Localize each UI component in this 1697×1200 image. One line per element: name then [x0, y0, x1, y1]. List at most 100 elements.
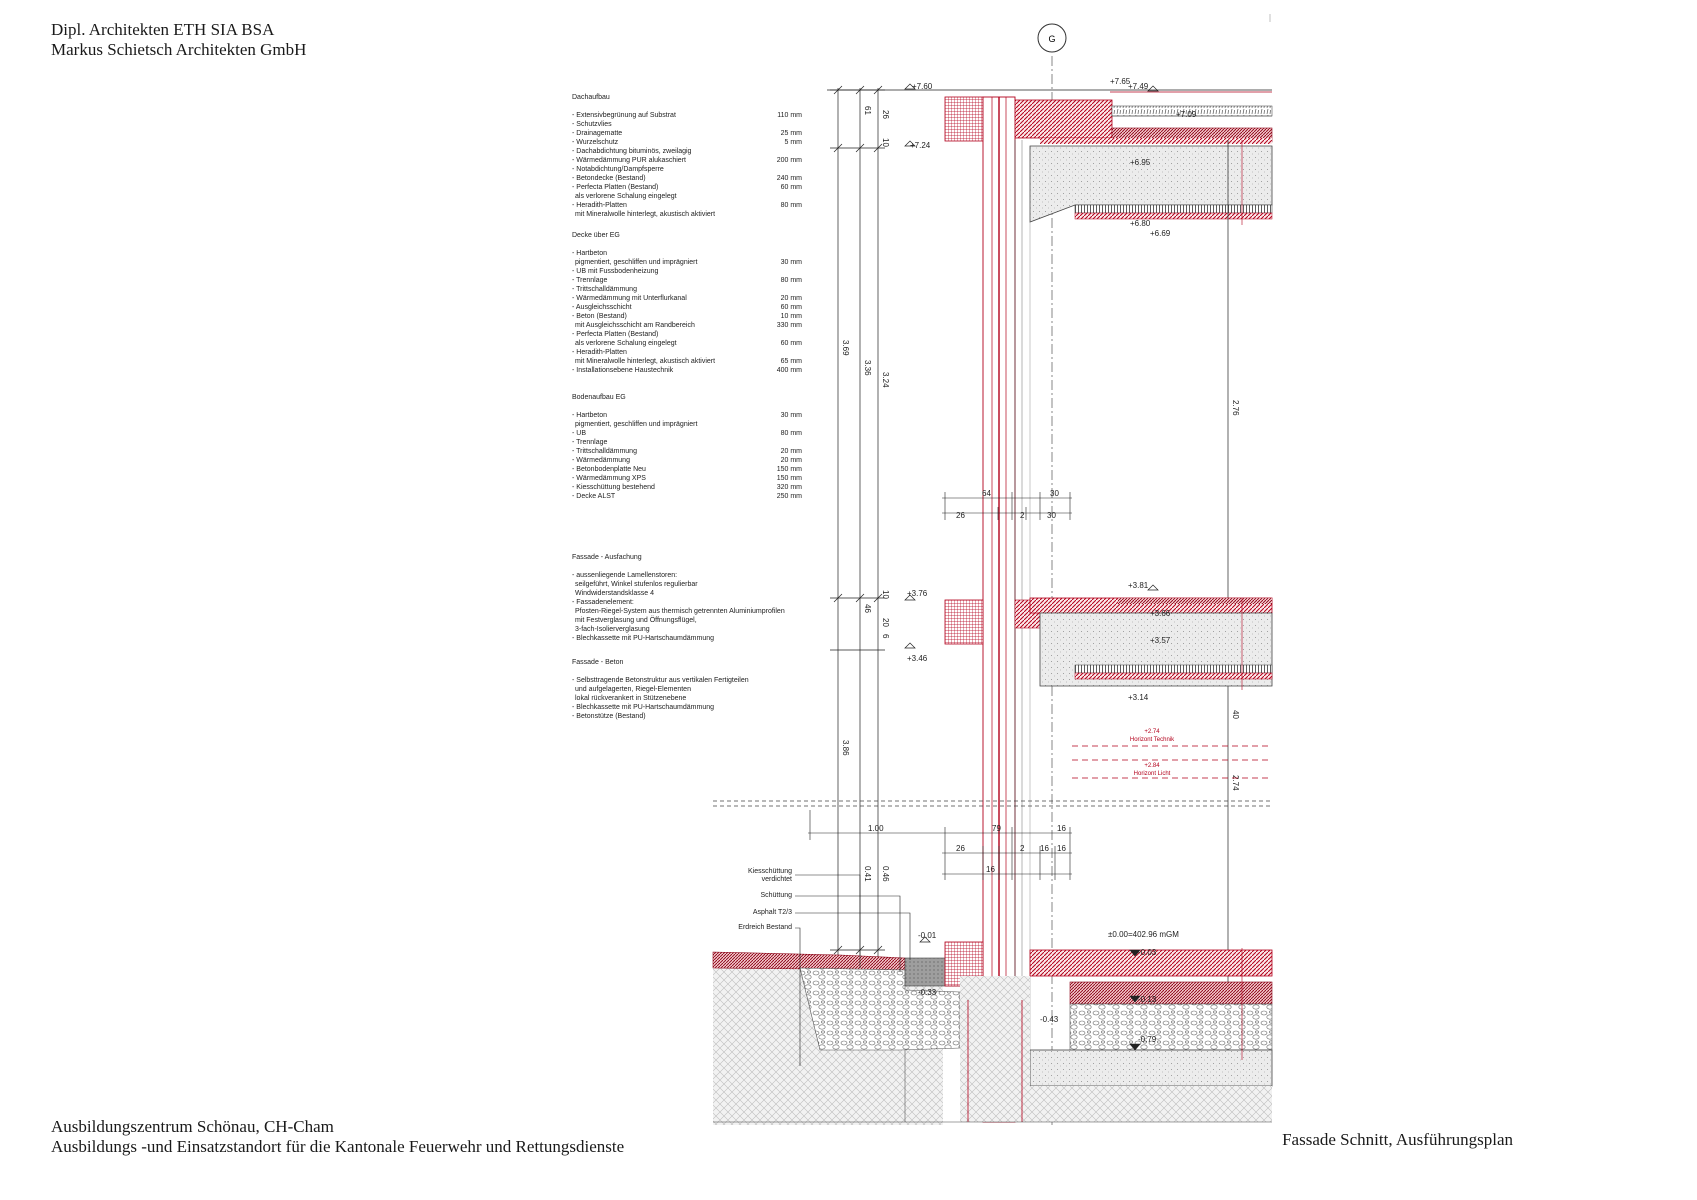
spec-row-value: 20 mm	[780, 295, 802, 302]
spec-row-label: - Notabdichtung/Dampfsperre	[572, 166, 664, 173]
dim-v-upper-b: 3.24	[881, 372, 890, 388]
spec-section-title: Decke über EG	[572, 232, 620, 239]
spec-row-value: 5 mm	[784, 139, 803, 146]
dim-h-16d: 16	[986, 865, 995, 874]
dim-h-79: 79	[992, 824, 1001, 833]
spec-row-value: 240 mm	[776, 175, 802, 182]
dim-h-100: 1.00	[868, 824, 884, 833]
dim-v-first-c: 20	[881, 618, 890, 627]
dim-h-2b: 2	[1020, 844, 1025, 853]
horizontal-dimension-lower	[808, 810, 1072, 880]
spec-row: - aussenliegende Lamellenstoren:	[572, 571, 802, 580]
spec-row-label: - Wurzelschutz	[572, 139, 619, 146]
spec-row: - Decke ALST 250 mm	[572, 492, 802, 501]
level-first-top: +3.76	[907, 589, 928, 598]
spec-row: pigmentiert, geschliffen und imprägniert	[572, 420, 802, 429]
spec-row-label: lokal rückverankert in Stützenebene	[575, 695, 687, 702]
spec-row-label: mit Mineralwolle hinterlegt, akustisch a…	[575, 358, 716, 365]
annotation-erdreich: Erdreich Bestand	[738, 924, 792, 931]
level-first-a: +3.66	[1150, 609, 1171, 618]
level-ground-out: -0.01	[918, 931, 937, 940]
spec-row-label: 3-fach-Isolierverglasung	[575, 626, 650, 633]
dim-h-26b: 26	[956, 844, 965, 853]
dim-v-roof-b: 26	[881, 110, 890, 119]
level-ground-ref: ±0.00=402.96 mGM	[1108, 930, 1179, 939]
spec-row: als verlorene Schalung eingelegt	[572, 192, 802, 201]
spec-row-label: - Blechkassette mit PU-Hartschaumdämmung	[572, 704, 714, 711]
level-roof-ceiling-2: +6.80	[1130, 219, 1151, 228]
spec-row: 3-fach-Isolierverglasung	[572, 625, 802, 634]
spec-row-label: - Trennlage	[572, 277, 608, 284]
level-roof-green: +7.09	[1176, 110, 1197, 119]
spec-row: Windwiderstandsklasse 4	[572, 589, 802, 598]
material-leaders	[795, 874, 911, 1066]
spec-row-value: 250 mm	[776, 493, 802, 500]
spec-row-label: - Selbsttragende Betonstruktur aus verti…	[572, 677, 749, 684]
dim-h-64: 64	[982, 489, 991, 498]
level-tech-b: +2.84	[1144, 763, 1160, 769]
spec-row: - UB mit Fussbodenheizung	[572, 267, 802, 276]
spec-section: Fassade - Beton- Selbsttragende Betonstr…	[572, 658, 802, 721]
spec-row: mit Mineralwolle hinterlegt, akustisch a…	[572, 210, 802, 219]
spec-row: - Selbsttragende Betonstruktur aus verti…	[572, 676, 802, 685]
spec-row-label: - Heradith-Platten	[572, 202, 627, 209]
spec-section-title: Dachaufbau	[572, 94, 610, 101]
spec-row-label: als verlorene Schalung eingelegt	[575, 193, 677, 200]
dim-v-ground-b: 0.46	[881, 866, 890, 882]
spec-row: - Betondecke (Bestand)240 mm	[572, 174, 802, 183]
spec-row-value: 200 mm	[776, 157, 802, 164]
level-roof-slab: +6.95	[1130, 158, 1151, 167]
dim-h-30b: 30	[1047, 511, 1056, 520]
spec-row-label: - aussenliegende Lamellenstoren:	[572, 572, 678, 579]
first-floor-assembly	[944, 597, 1273, 690]
spec-row-value: 30 mm	[780, 259, 802, 266]
annotation-schuettung: Schüttung	[760, 892, 792, 899]
dim-v-roof-a: 61	[863, 106, 872, 115]
spec-row-value: 25 mm	[780, 130, 802, 137]
level-roof-top-3: +7.49	[1128, 82, 1149, 91]
spec-row-label: - Trittschalldämmung	[572, 286, 637, 293]
spec-row-value: 60 mm	[780, 340, 802, 347]
spec-row: - Hartbeton	[572, 249, 802, 258]
spec-row-value: 320 mm	[776, 484, 802, 491]
spec-row-label: - Hartbeton	[572, 250, 608, 257]
spec-row-value: 150 mm	[776, 475, 802, 482]
spec-row-label: - Decke ALST	[572, 493, 616, 500]
spec-row: - Dachabdichtung bituminös, zweilagig	[572, 147, 802, 156]
dim-v-inner-1: 2.76	[1231, 400, 1240, 416]
spec-row-label: - Installationsebene Haustechnik	[572, 367, 674, 374]
spec-section-title: Fassade - Ausfachung	[572, 554, 642, 561]
spec-row-label: - Wärmedämmung	[572, 457, 630, 464]
dim-v-first-b: 10	[881, 590, 890, 599]
office-line-2: Markus Schietsch Architekten GmbH	[51, 40, 307, 59]
annotation-kies-2: verdichtet	[762, 876, 792, 883]
spec-row: - Fassadenelement:	[572, 598, 802, 607]
level-first-under: +3.46	[907, 654, 928, 663]
spec-row-label: - Heradith-Platten	[572, 349, 627, 356]
horizon-lines	[1072, 745, 1272, 779]
level-roof-ceiling: +6.69	[1150, 229, 1171, 238]
dim-v-inner-3: 40	[1231, 710, 1240, 719]
level-tech-b-note: Horizont Licht	[1134, 771, 1171, 777]
spec-row-label: - Kiesschüttung bestehend	[572, 484, 655, 491]
roof-assembly	[944, 91, 1273, 225]
level-tech-a: +2.74	[1144, 729, 1160, 735]
ground-assembly	[712, 941, 1273, 1125]
level-roof-top: +7.60	[912, 82, 933, 91]
spec-row-label: - Schutzvlies	[572, 121, 612, 128]
dim-v-first-d: 6	[881, 634, 890, 639]
spec-row-label: pigmentiert, geschliffen und imprägniert	[575, 421, 698, 428]
spec-row-label: - Ausgleichsschicht	[572, 304, 632, 311]
spec-row: - Notabdichtung/Dampfsperre	[572, 165, 802, 174]
spec-row: - Schutzvlies	[572, 120, 802, 129]
